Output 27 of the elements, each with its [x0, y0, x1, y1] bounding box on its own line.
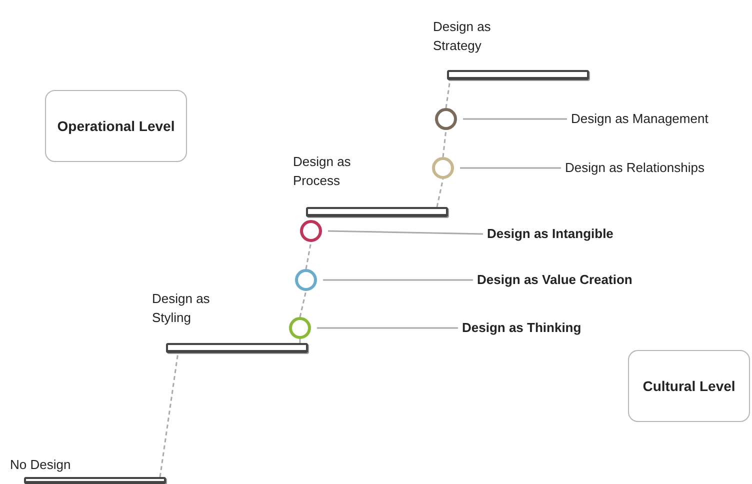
leader-line [463, 118, 567, 120]
dashed-connector [159, 352, 179, 478]
step-label: Design as Styling [152, 290, 211, 327]
stage-label: Design as Value Creation [477, 271, 632, 289]
dashed-connector [305, 242, 312, 270]
leader-line [317, 327, 458, 329]
ring-marker [300, 220, 322, 242]
ring-marker [435, 108, 457, 130]
level-box: Operational Level [45, 90, 187, 162]
level-box: Cultural Level [628, 350, 750, 422]
step-label: No Design [10, 456, 72, 474]
leader-line [460, 167, 561, 169]
ring-marker [295, 269, 317, 291]
ring-marker [289, 317, 311, 339]
leader-line [323, 279, 473, 281]
dashed-connector [299, 290, 307, 318]
stage-label: Design as Thinking [462, 319, 582, 337]
stage-label: Design as Intangible [487, 225, 614, 243]
stage-label: Design as Relationships [565, 159, 704, 177]
step-label: Design as Strategy [433, 18, 492, 55]
dashed-connector [299, 339, 301, 343]
ring-marker [432, 157, 454, 179]
leader-line [328, 230, 484, 235]
step-label: Design as Process [293, 153, 352, 190]
dashed-connector [436, 178, 444, 208]
dashed-connector [442, 130, 447, 158]
stage-label: Design as Management [571, 110, 708, 128]
